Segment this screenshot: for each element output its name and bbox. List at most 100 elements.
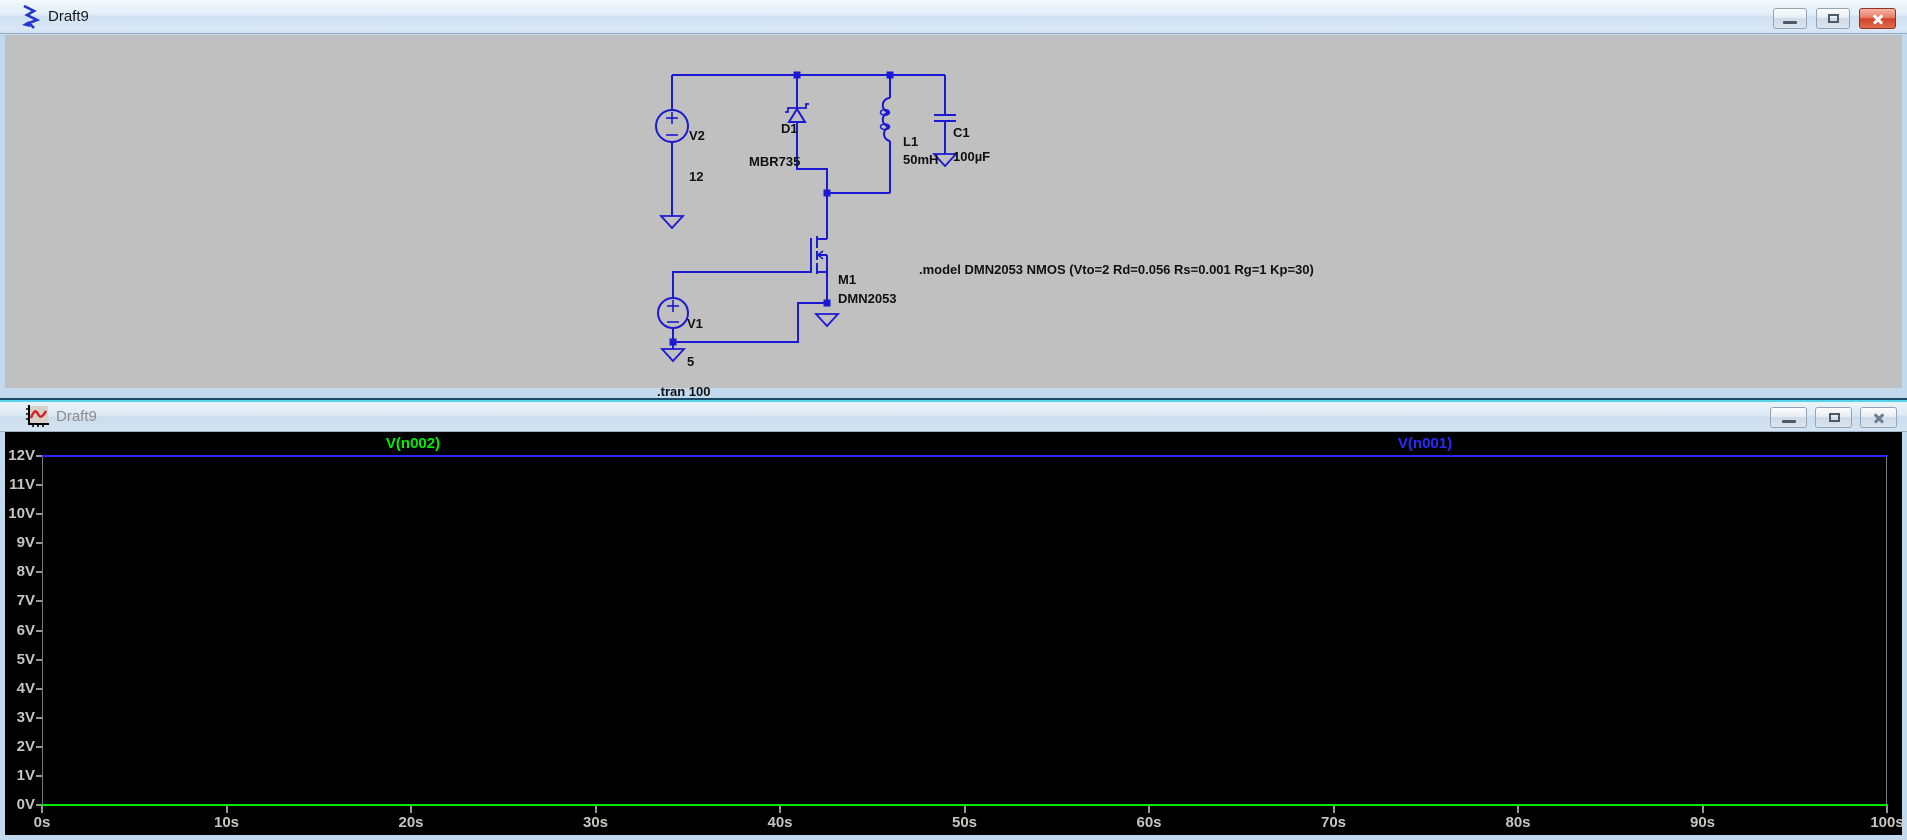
waveform-plot-icon[interactable] bbox=[25, 405, 49, 428]
window-separator-dark bbox=[0, 398, 1907, 400]
label-v1-value[interactable]: 5 bbox=[687, 354, 695, 369]
y-axis-label: 2V bbox=[16, 737, 35, 755]
component-l1-inductor[interactable] bbox=[879, 97, 891, 142]
y-axis-label: 8V bbox=[16, 563, 35, 581]
component-c1-capacitor[interactable] bbox=[934, 114, 956, 122]
x-axis-label: 0s bbox=[33, 814, 51, 831]
x-axis-label: 70s bbox=[1320, 814, 1347, 831]
y-axis-tick bbox=[36, 716, 42, 719]
y-axis-tick bbox=[36, 571, 42, 574]
x-axis-tick bbox=[1517, 805, 1519, 813]
x-axis-tick bbox=[41, 805, 43, 813]
x-axis-tick bbox=[1148, 805, 1150, 813]
label-v2-ref[interactable]: V2 bbox=[689, 128, 705, 143]
plot-minimize-button[interactable] bbox=[1770, 407, 1807, 428]
schematic-drawing bbox=[655, 71, 959, 363]
ground-symbol-c1[interactable] bbox=[931, 153, 959, 168]
maximize-icon bbox=[1828, 413, 1840, 422]
maximize-icon bbox=[1828, 14, 1839, 23]
component-m1-nmos[interactable] bbox=[810, 236, 828, 303]
x-axis-label: 30s bbox=[582, 814, 609, 831]
x-axis-label: 100s bbox=[1870, 814, 1904, 831]
y-axis-label: 5V bbox=[16, 650, 35, 668]
label-c1-ref[interactable]: C1 bbox=[953, 125, 970, 140]
y-axis-tick bbox=[36, 658, 42, 661]
y-axis-tick bbox=[36, 513, 42, 516]
label-v1-ref[interactable]: V1 bbox=[687, 316, 703, 331]
label-l1-ref[interactable]: L1 bbox=[903, 134, 919, 149]
y-axis-label: 6V bbox=[16, 621, 35, 639]
close-button[interactable] bbox=[1859, 8, 1896, 29]
y-axis-label: 12V bbox=[8, 447, 35, 464]
label-v2-value[interactable]: 12 bbox=[689, 169, 704, 184]
y-axis-tick bbox=[36, 745, 42, 748]
ground-symbol-v2[interactable] bbox=[658, 215, 686, 230]
component-v1-voltage-source[interactable] bbox=[657, 297, 689, 329]
junction-dots bbox=[669, 71, 894, 346]
schematic-titlebar[interactable]: Draft9 bbox=[0, 0, 1907, 34]
label-l1-value[interactable]: 50mH bbox=[903, 152, 939, 167]
ground-symbol-m1[interactable] bbox=[813, 313, 841, 328]
minimize-icon bbox=[1783, 21, 1797, 24]
y-axis-label: 4V bbox=[16, 679, 35, 697]
x-axis-tick bbox=[225, 805, 228, 813]
y-axis-tick bbox=[36, 687, 42, 690]
label-m1-ref[interactable]: M1 bbox=[838, 272, 857, 287]
x-axis-label: 20s bbox=[398, 814, 424, 831]
plot-axis-box bbox=[42, 456, 1887, 805]
x-axis-tick bbox=[1886, 805, 1888, 813]
wire-net[interactable] bbox=[671, 74, 946, 349]
x-axis-label: 90s bbox=[1689, 814, 1716, 831]
y-axis-label: 1V bbox=[16, 766, 35, 784]
legend-V(n002)[interactable]: V(n002) bbox=[385, 435, 441, 452]
schematic-canvas[interactable]: V2 12 D1 MBR735 L1 50mH C1 100µF M1 DMN2… bbox=[5, 35, 1902, 399]
y-axis-tick bbox=[36, 542, 42, 545]
y-axis-label: 9V bbox=[16, 534, 35, 552]
x-axis-tick bbox=[779, 805, 781, 813]
y-axis-tick bbox=[36, 484, 42, 487]
x-axis-tick bbox=[1332, 805, 1335, 813]
y-axis-label: 3V bbox=[16, 708, 35, 726]
plot-maximize-button[interactable] bbox=[1815, 407, 1852, 428]
plot-titlebar[interactable]: Draft9 bbox=[0, 402, 1907, 432]
y-axis-tick bbox=[36, 629, 42, 632]
maximize-button[interactable] bbox=[1816, 8, 1850, 29]
directive-tran[interactable]: .tran 100 bbox=[657, 384, 711, 399]
y-axis-tick bbox=[36, 455, 42, 457]
y-axis-label: 0V bbox=[16, 796, 35, 813]
trace-V(n002) bbox=[42, 804, 1888, 806]
plot-window-title: Draft9 bbox=[56, 408, 97, 425]
label-d1-value[interactable]: MBR735 bbox=[749, 154, 801, 169]
schematic-window-title: Draft9 bbox=[48, 8, 89, 25]
y-axis-label: 7V bbox=[16, 592, 35, 610]
directive-model[interactable]: .model DMN2053 NMOS (Vto=2 Rd=0.056 Rs=0… bbox=[919, 262, 1314, 277]
window-separator-highlight bbox=[0, 400, 1907, 402]
x-axis-label: 10s bbox=[213, 814, 240, 831]
x-axis-tick bbox=[410, 805, 412, 813]
label-c1-value[interactable]: 100µF bbox=[953, 149, 991, 164]
plot-close-button[interactable] bbox=[1860, 407, 1897, 428]
x-axis-tick bbox=[1701, 805, 1704, 813]
close-icon bbox=[1872, 412, 1886, 424]
y-axis-tick bbox=[36, 804, 42, 806]
x-axis-tick bbox=[963, 805, 966, 813]
component-d1-diode[interactable] bbox=[785, 103, 809, 123]
minimize-button[interactable] bbox=[1773, 8, 1807, 29]
x-axis-label: 40s bbox=[767, 814, 793, 831]
x-axis-label: 80s bbox=[1505, 814, 1531, 831]
minimize-icon bbox=[1781, 420, 1796, 423]
ground-symbol-v1[interactable] bbox=[659, 348, 687, 363]
label-d1-ref[interactable]: D1 bbox=[781, 121, 798, 136]
ltspice-schematic-icon[interactable] bbox=[20, 5, 46, 29]
y-axis-tick bbox=[36, 600, 42, 603]
x-axis-tick bbox=[594, 805, 597, 813]
x-axis-label: 60s bbox=[1136, 814, 1162, 831]
x-axis-label: 50s bbox=[951, 814, 978, 831]
legend-V(n001)[interactable]: V(n001) bbox=[1397, 435, 1453, 452]
close-icon bbox=[1871, 13, 1885, 25]
component-v2-voltage-source[interactable] bbox=[655, 109, 689, 143]
y-axis-tick bbox=[36, 774, 42, 777]
y-axis-label: 11V bbox=[9, 476, 35, 494]
label-m1-value[interactable]: DMN2053 bbox=[838, 291, 897, 306]
